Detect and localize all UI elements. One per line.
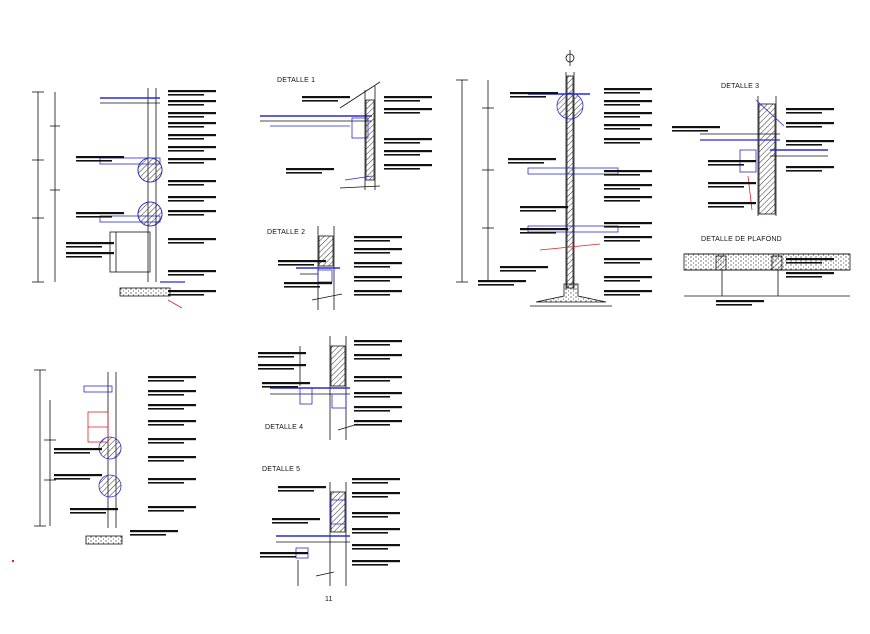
detail-4-drawing xyxy=(270,336,359,440)
notes-detail-2 xyxy=(278,236,402,296)
notes-section-c xyxy=(54,376,196,536)
detail-5-title: DETALLE 5 xyxy=(262,466,301,473)
detail-5-drawing xyxy=(276,482,350,586)
page-number: 11 xyxy=(325,596,333,603)
plafond-detail-drawing xyxy=(683,253,851,297)
plafond-detail-title: DETALLE DE PLAFOND xyxy=(701,236,782,243)
notes-section-a xyxy=(66,90,216,296)
wall-section-c xyxy=(34,369,123,545)
notes-section-b xyxy=(478,88,652,296)
detail-3-title: DETALLE 3 xyxy=(721,83,760,90)
detail-4-title: DETALLE 4 xyxy=(265,424,304,431)
detail-1-drawing xyxy=(260,81,381,190)
notes-detail-3 xyxy=(672,108,834,208)
wall-section-a xyxy=(32,88,185,309)
detail-3-drawing xyxy=(700,96,828,216)
detail-2-title: DETALLE 2 xyxy=(267,229,306,236)
detail-1-title: DETALLE 1 xyxy=(277,77,316,84)
detail-2-drawing xyxy=(296,226,343,310)
wall-section-b xyxy=(456,50,619,307)
notes-detail-1 xyxy=(286,96,432,174)
